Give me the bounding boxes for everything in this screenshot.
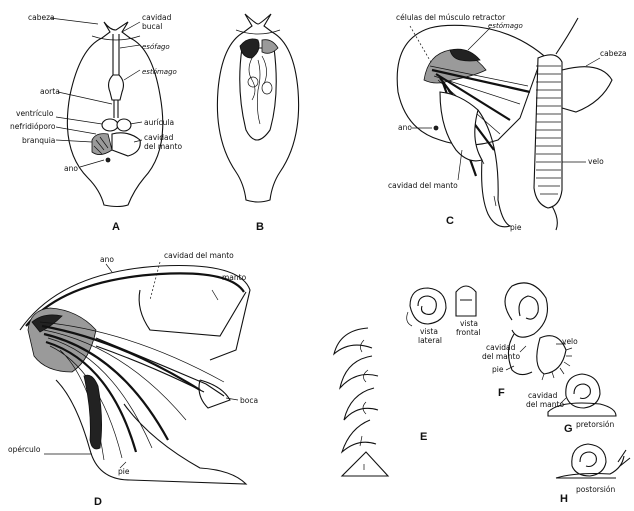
- panel-d-label-operculo: opérculo: [8, 445, 41, 454]
- panel-d-letter: D: [94, 496, 102, 508]
- panel-c-label-cavidad-manto: cavidad del manto: [388, 181, 458, 190]
- panel-e-stage-4: [342, 420, 376, 452]
- panel-d-label-boca: boca: [240, 396, 258, 405]
- panel-b-letter: B: [256, 221, 264, 233]
- panel-b: B: [217, 14, 298, 233]
- panel-d: ano cavidad del manto manto boca opércul…: [8, 251, 258, 508]
- panel-a-label-ventriculo: ventrículo: [16, 109, 54, 118]
- panel-c: células del músculo retractor estómago c…: [388, 13, 627, 232]
- panel-e-frontal-shell: [456, 286, 476, 316]
- panel-a-aorta: [114, 100, 118, 118]
- panel-g-label-pretorsion: pretorsión: [576, 420, 614, 429]
- panel-c-label-estomago: estómago: [488, 22, 523, 30]
- panel-e-lateral-shell: [410, 288, 446, 324]
- panel-g-label-cavidad-manto-2: del manto: [526, 400, 564, 409]
- panel-d-foot: [56, 380, 246, 484]
- panel-d-label-ano: ano: [100, 255, 114, 264]
- panel-a-label-estomago: estómago: [142, 68, 177, 76]
- panel-g-letter: G: [564, 423, 573, 435]
- panel-a-label-cavidad-bucal-1: cavidad: [142, 13, 172, 22]
- panel-a-gill: [92, 134, 112, 155]
- panel-d-head: [199, 380, 230, 408]
- panel-a-letter: A: [112, 221, 120, 233]
- panel-f-label-cavidad-manto-2: del manto: [482, 352, 520, 361]
- panel-a-anus: [106, 158, 110, 162]
- panel-c-label-pie: pie: [510, 223, 522, 232]
- panel-h-letter: H: [560, 493, 568, 505]
- panel-c-label-ano: ano: [398, 123, 412, 132]
- panel-a-label-auricula: aurícula: [144, 118, 174, 127]
- panel-d-label-manto: manto: [222, 273, 247, 282]
- panel-g: cavidad del manto pretorsión G: [526, 374, 616, 435]
- panel-d-leader-cavidad: [150, 262, 160, 300]
- panel-h-shell: [572, 444, 606, 476]
- panel-g-label-cavidad-manto-1: cavidad: [528, 391, 558, 400]
- panel-h: postorsión H: [556, 444, 630, 505]
- panel-f-shell: [505, 283, 548, 337]
- panel-e-stage-1: [334, 328, 372, 354]
- panel-a-stomach: [109, 75, 124, 100]
- panel-h-body: [556, 456, 624, 478]
- panel-a-label-cabeza: cabeza: [28, 13, 55, 22]
- panel-f-label-cavidad-manto-1: cavidad: [486, 343, 516, 352]
- panel-e-label-vista-frontal-1: vista: [460, 319, 478, 328]
- panel-a-ventricle: [102, 119, 118, 131]
- panel-c-label-velo: velo: [588, 157, 604, 166]
- panel-a-label-cavidad-manto-1: cavidad: [144, 133, 174, 142]
- panel-a-label-aorta: aorta: [40, 87, 60, 96]
- panel-d-label-cavidad-manto: cavidad del manto: [164, 251, 234, 260]
- panel-a-auricle: [117, 119, 131, 131]
- panel-c-label-celulas: células del músculo retractor: [396, 13, 506, 22]
- panel-e-label-vista-frontal-2: frontal: [456, 328, 481, 337]
- panel-f: velo cavidad del manto pie F: [482, 283, 578, 399]
- panel-c-head: [562, 67, 612, 112]
- panel-a-label-ano: ano: [64, 164, 78, 173]
- panel-a-label-esofago: esófago: [142, 43, 170, 51]
- panel-d-mantle: [139, 290, 246, 336]
- panel-c-anus: [434, 126, 438, 130]
- panel-e: vista lateral vista frontal E: [334, 286, 481, 476]
- panel-a-mantle-cavity: [112, 133, 140, 156]
- panel-c-letter: C: [446, 215, 454, 227]
- panel-f-label-pie: pie: [492, 365, 504, 374]
- panel-h-label-postorsion: postorsión: [576, 485, 615, 494]
- panel-a-label-cavidad-bucal-2: bucal: [142, 22, 162, 31]
- panel-b-gill: [262, 40, 278, 54]
- panel-e-lateral-aperture: [407, 312, 412, 326]
- panel-c-velum: [534, 55, 562, 208]
- panel-e-label-vista-lateral-2: lateral: [418, 336, 442, 345]
- panel-a: cabeza cavidad bucal esófago estómago ao…: [10, 13, 182, 233]
- panel-a-label-nefridioporo: nefridióporo: [10, 122, 56, 131]
- panel-f-letter: F: [498, 387, 505, 399]
- panel-c-label-cabeza: cabeza: [600, 49, 627, 58]
- panel-c-foot: [478, 110, 510, 227]
- panel-d-label-pie: pie: [118, 467, 130, 476]
- panel-e-stage-3: [344, 388, 378, 420]
- panel-e-stage-2: [340, 356, 378, 388]
- panel-e-stage-5: [342, 452, 388, 476]
- panel-e-letter: E: [420, 431, 427, 443]
- panel-a-label-cavidad-manto-2: del manto: [144, 142, 182, 151]
- panel-e-label-vista-lateral-1: vista: [420, 327, 438, 336]
- panel-f-label-velo: velo: [562, 337, 578, 346]
- panel-a-label-branquia: branquia: [22, 136, 55, 145]
